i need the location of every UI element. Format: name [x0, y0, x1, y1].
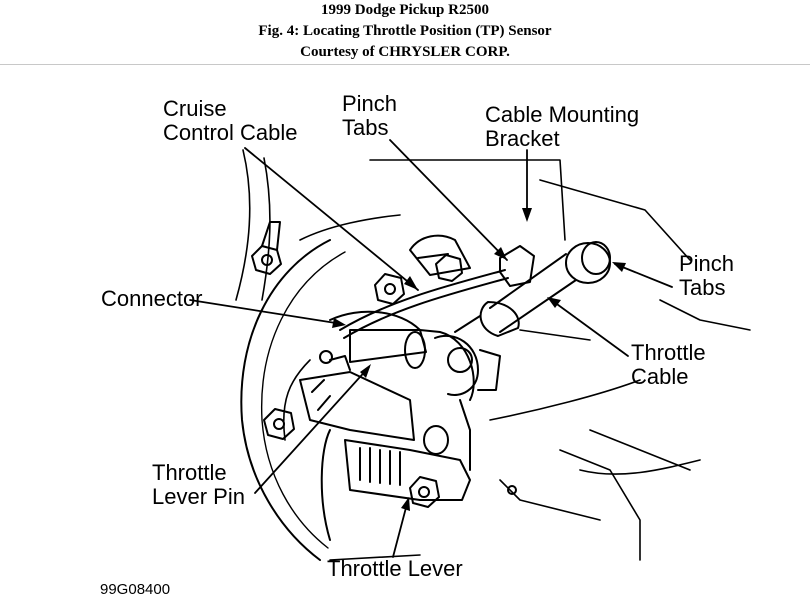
throttle-cable-drawing — [454, 241, 611, 337]
throttle-body-bore — [240, 239, 346, 561]
label-cable-mounting-bracket: Cable Mounting Bracket — [485, 102, 640, 151]
label-pinch-tabs-top: Pinch Tabs — [342, 91, 398, 140]
label-connector: Connector — [101, 286, 203, 311]
label-throttle-lever: Throttle Lever — [327, 556, 463, 581]
header-divider — [0, 64, 810, 65]
tp-sensor-and-lever-drawing — [299, 310, 517, 541]
mounting-bolts — [251, 221, 463, 508]
label-pinch-tabs-right: Pinch Tabs — [679, 251, 735, 300]
figure-header: 1999 Dodge Pickup R2500 Fig. 4: Locating… — [0, 0, 810, 66]
leader-arrowheads — [332, 208, 626, 511]
cruise-control-cable-drawing — [339, 245, 535, 339]
figure-vehicle-title: 1999 Dodge Pickup R2500 — [321, 2, 489, 18]
figure-code: 99G08400 — [100, 581, 171, 598]
label-cruise-control-cable: Cruise Control Cable — [163, 96, 298, 145]
engine-background-outlines — [235, 149, 751, 561]
label-leader-lines — [189, 139, 673, 558]
label-throttle-lever-pin: Throttle Lever Pin — [152, 460, 245, 509]
figure-caption: Fig. 4: Locating Throttle Position (TP) … — [258, 23, 552, 39]
label-throttle-cable: Throttle Cable — [631, 340, 706, 389]
figure-credit: Courtesy of CHRYSLER CORP. — [300, 44, 510, 60]
upper-bracket — [409, 234, 471, 276]
